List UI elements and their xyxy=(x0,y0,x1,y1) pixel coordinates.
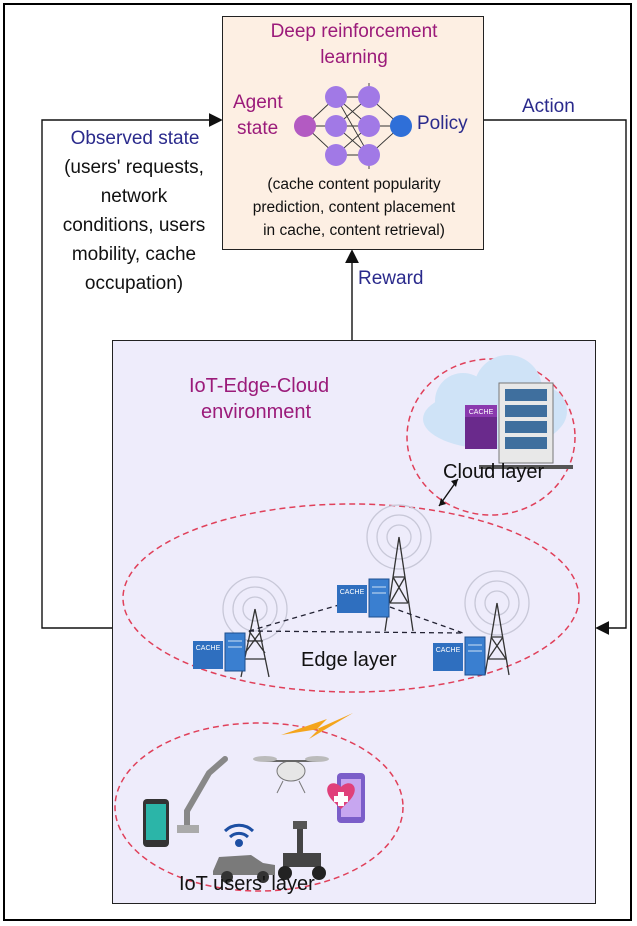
action-label: Action xyxy=(522,96,575,117)
observed-state-line4: conditions, users xyxy=(62,215,206,236)
observed-state-title: Observed state xyxy=(70,128,200,149)
wireless-lightning-icon xyxy=(281,713,353,739)
observed-state-line3: network xyxy=(100,186,168,207)
drl-desc-line1: (cache content popularity xyxy=(267,176,441,193)
environment-title-line2: environment xyxy=(201,401,312,423)
reward-label: Reward xyxy=(358,268,424,289)
policy-label: Policy xyxy=(417,113,468,134)
drl-title-line1: Deep reinforcement xyxy=(270,21,438,42)
cloud-cache-tag: CACHE xyxy=(469,409,494,416)
smartphone-icon xyxy=(143,799,169,847)
wifi-icon xyxy=(223,823,255,847)
environment-title-line1: IoT-Edge-Cloud xyxy=(189,375,330,397)
environment-illustration: CACHE CACHE xyxy=(114,355,580,892)
edge-cache-server-right-icon: CACHE xyxy=(433,636,486,676)
observed-state-line5: mobility, cache xyxy=(71,244,197,265)
cache-tag: CACHE xyxy=(340,589,365,596)
observed-state-line2: (users' requests, xyxy=(64,157,204,178)
cloud-layer-region xyxy=(406,358,576,516)
edge-tower-left-icon xyxy=(222,576,288,678)
figure-frame xyxy=(3,3,632,921)
health-phone-icon xyxy=(327,773,365,823)
drl-box: Deep reinforcement learning Agent state … xyxy=(222,16,484,250)
iot-layer-region xyxy=(114,722,404,892)
drone-icon xyxy=(253,756,329,794)
edge-tower-right-icon xyxy=(464,570,530,676)
drl-desc-line2: prediction, content placement xyxy=(252,199,456,216)
neural-network-icon xyxy=(294,83,412,169)
action-arrow xyxy=(484,119,627,635)
drl-title-line2: learning xyxy=(320,47,388,68)
cache-tag: CACHE xyxy=(196,645,221,652)
environment-box: CACHE CACHE xyxy=(112,340,596,904)
cloud-server-icon xyxy=(479,382,573,469)
edge-layer-label: Edge layer xyxy=(301,649,397,671)
ground-robot-icon xyxy=(278,821,326,880)
robot-arm-icon xyxy=(177,756,228,833)
iot-layer-label: IoT users' layer xyxy=(179,873,315,895)
cloud-layer-label: Cloud layer xyxy=(443,461,545,483)
policy-node xyxy=(390,115,412,137)
edge-links xyxy=(248,600,464,634)
observed-state-arrow xyxy=(41,113,223,629)
observed-state-line6: occupation) xyxy=(84,273,184,294)
cloud-cache-icon: CACHE xyxy=(465,405,497,449)
edge-layer-region xyxy=(122,503,580,693)
agent-node xyxy=(294,115,316,137)
edge-cache-server-middle-icon: CACHE xyxy=(337,578,390,618)
drl-desc-line3: in cache, content retrieval) xyxy=(263,222,445,239)
edge-cache-server-left-icon: CACHE xyxy=(193,632,246,672)
agent-label-line1: Agent xyxy=(233,92,283,113)
edge-tower-middle-icon xyxy=(366,504,432,632)
cache-tag: CACHE xyxy=(436,647,461,654)
car-icon xyxy=(213,855,275,883)
agent-label-line2: state xyxy=(237,118,279,139)
